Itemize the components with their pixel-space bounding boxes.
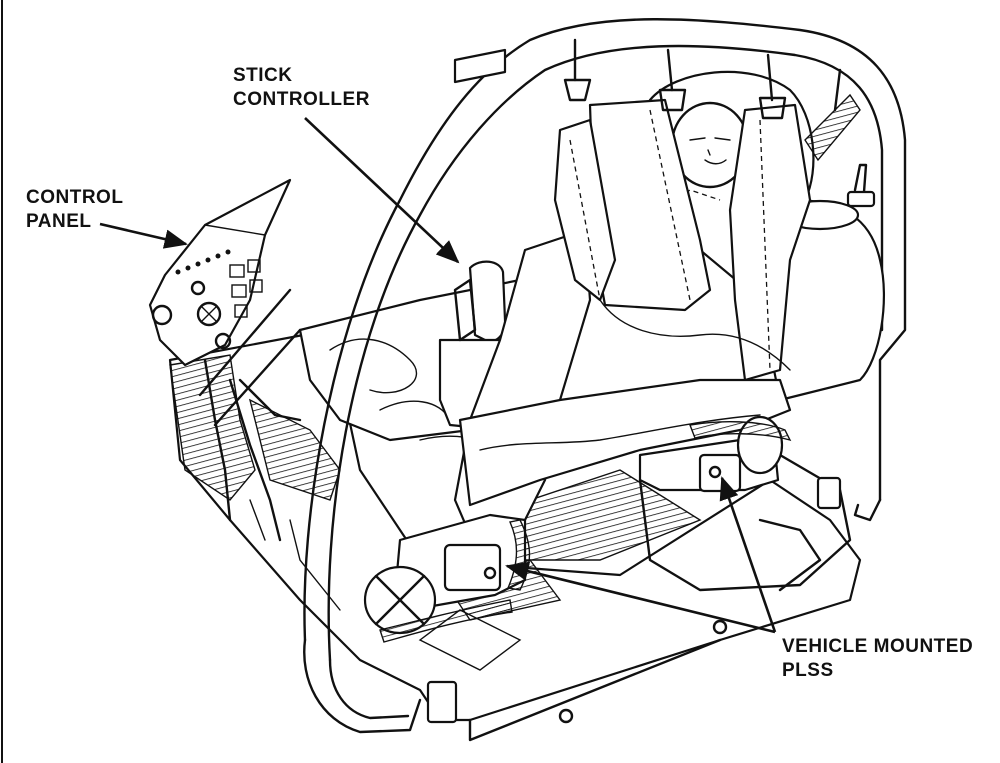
roll-cage <box>303 18 907 734</box>
plss-label: VEHICLE MOUNTED PLSS <box>782 635 973 683</box>
plss-arrow-left <box>505 561 776 634</box>
control-panel <box>148 178 292 367</box>
plss-label-line1: VEHICLE MOUNTED <box>782 636 974 657</box>
left-frame <box>198 288 302 542</box>
plss-label-line2: PLSS <box>782 660 834 681</box>
control-panel-label-line2: PANEL <box>26 211 92 232</box>
stick-controller-arrow <box>304 117 460 264</box>
plss-arrow-right <box>719 476 777 633</box>
control-panel-label: CONTROL PANEL <box>26 186 123 234</box>
control-panel-label-line1: CONTROL <box>26 187 124 208</box>
control-panel-arrow <box>99 222 188 249</box>
stick-controller-label: STICK CONTROLLER <box>233 64 370 112</box>
stick-controller-label-line1: STICK <box>233 65 293 86</box>
stick-controller-label-line2: CONTROLLER <box>233 89 370 110</box>
